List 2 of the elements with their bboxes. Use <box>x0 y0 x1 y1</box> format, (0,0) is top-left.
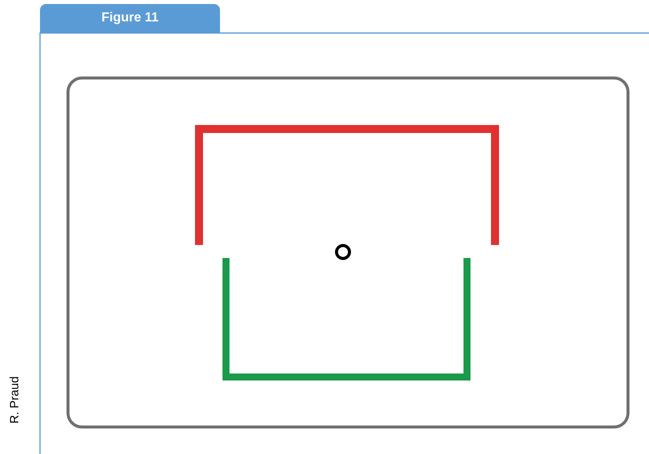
credit-text: R. Praud <box>10 377 18 423</box>
figure-tab: Figure 11 <box>40 4 220 33</box>
